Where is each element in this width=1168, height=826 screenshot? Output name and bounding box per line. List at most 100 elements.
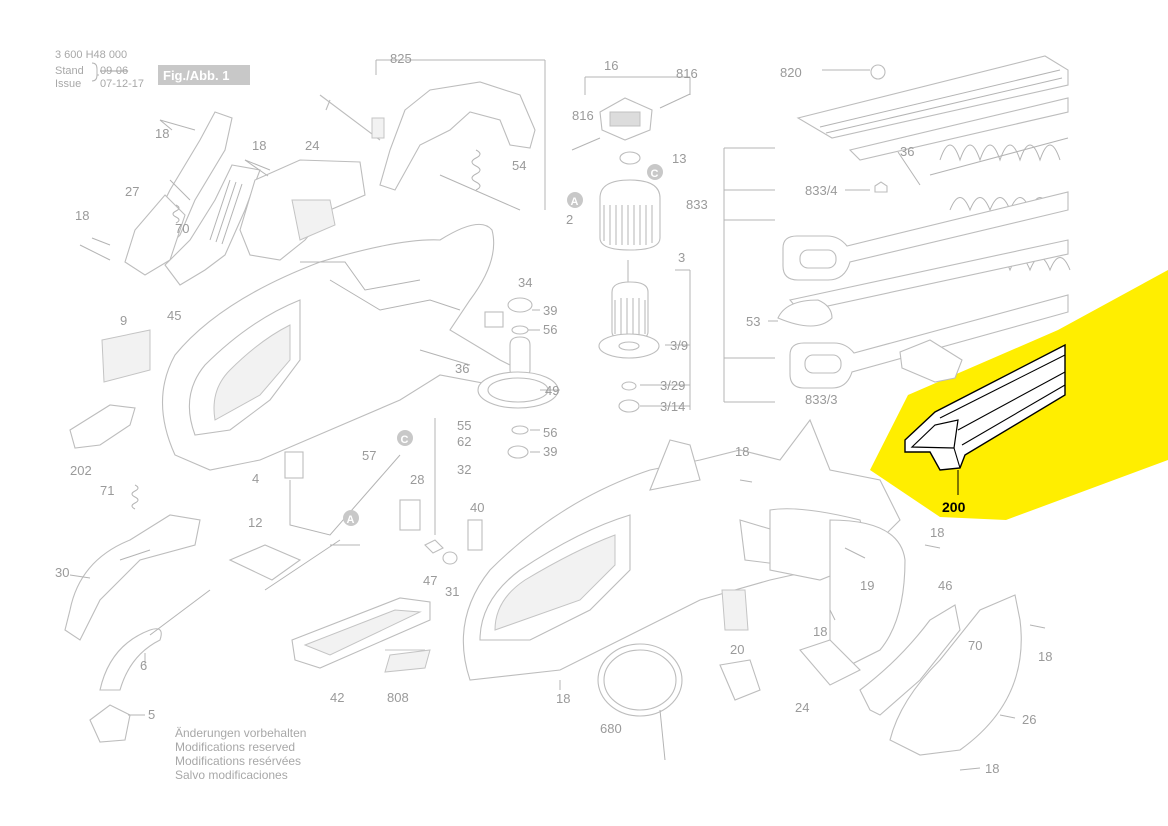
svg-text:71: 71: [100, 483, 114, 498]
svg-text:C: C: [651, 168, 659, 180]
handle-parts: [79, 59, 546, 286]
svg-text:47: 47: [423, 573, 437, 588]
svg-text:27: 27: [125, 184, 139, 199]
svg-text:18: 18: [75, 208, 89, 223]
svg-text:18: 18: [813, 624, 827, 639]
svg-text:816: 816: [572, 108, 594, 123]
svg-text:32: 32: [457, 462, 471, 477]
svg-text:680: 680: [600, 721, 622, 736]
svg-text:40: 40: [470, 500, 484, 515]
svg-text:820: 820: [780, 65, 802, 80]
blade-assembly: [777, 55, 1071, 389]
svg-text:20: 20: [730, 642, 744, 657]
issue-label: Issue: [55, 78, 81, 90]
note-fr: Modifications resérvées: [175, 754, 301, 768]
svg-text:A: A: [571, 196, 579, 208]
lower-housing: [385, 418, 1022, 756]
svg-text:24: 24: [795, 700, 809, 715]
modification-notes: Änderungen vorbehalten Modifications res…: [175, 726, 306, 782]
svg-text:833/3: 833/3: [805, 392, 838, 407]
svg-text:16: 16: [604, 58, 618, 73]
svg-text:62: 62: [457, 434, 471, 449]
svg-text:808: 808: [387, 690, 409, 705]
svg-text:12: 12: [248, 515, 262, 530]
stand-value: 09-06: [100, 65, 128, 77]
svg-text:3/9: 3/9: [670, 338, 688, 353]
blade-guard-part-200[interactable]: [904, 343, 1066, 471]
svg-text:C: C: [401, 434, 409, 446]
cable-and-plug: [89, 589, 211, 743]
callout-labels: 825 16 816 816 13 2 3 820 36 833/4 833 5…: [55, 51, 1052, 776]
svg-text:833: 833: [686, 197, 708, 212]
svg-text:24: 24: [305, 138, 319, 153]
svg-text:45: 45: [167, 308, 181, 323]
svg-text:30: 30: [55, 565, 69, 580]
svg-text:36: 36: [900, 144, 914, 159]
svg-text:18: 18: [556, 691, 570, 706]
svg-text:54: 54: [512, 158, 526, 173]
svg-text:26: 26: [1022, 712, 1036, 727]
svg-text:28: 28: [410, 472, 424, 487]
svg-text:18: 18: [1038, 649, 1052, 664]
svg-text:39: 39: [543, 303, 557, 318]
svg-text:4: 4: [252, 471, 259, 486]
svg-text:31: 31: [445, 584, 459, 599]
gear-parts: [477, 297, 560, 459]
svg-text:70: 70: [175, 221, 189, 236]
svg-text:18: 18: [735, 444, 749, 459]
note-en: Modifications reserved: [175, 740, 295, 754]
stand-label: Stand: [55, 65, 84, 77]
power-cable-680: [597, 643, 761, 761]
svg-text:9: 9: [120, 313, 127, 328]
svg-text:56: 56: [543, 425, 557, 440]
svg-text:5: 5: [148, 707, 155, 722]
svg-text:53: 53: [746, 314, 760, 329]
svg-text:18: 18: [252, 138, 266, 153]
svg-text:A: A: [347, 514, 355, 526]
part-number: 3 600 H48 000: [55, 49, 127, 61]
svg-text:18: 18: [155, 126, 169, 141]
svg-text:49: 49: [545, 383, 559, 398]
svg-text:55: 55: [457, 418, 471, 433]
svg-text:6: 6: [140, 658, 147, 673]
left-small-parts: [64, 329, 201, 641]
plate-42: [291, 597, 431, 673]
callout-200: 200: [942, 499, 966, 515]
issue-value: 07-12-17: [100, 78, 144, 90]
svg-text:13: 13: [672, 151, 686, 166]
svg-text:825: 825: [390, 51, 412, 66]
motor-assembly: [571, 76, 691, 413]
svg-text:42: 42: [330, 690, 344, 705]
svg-text:46: 46: [938, 578, 952, 593]
figure-label-box: [158, 65, 250, 85]
svg-text:3/29: 3/29: [660, 378, 685, 393]
marker-a-bottom: A: [343, 510, 359, 526]
svg-text:3: 3: [678, 250, 685, 265]
note-es: Salvo modificaciones: [175, 768, 288, 782]
svg-text:57: 57: [362, 448, 376, 463]
figure-label: Fig./Abb. 1: [163, 68, 229, 83]
middle-small-parts: [228, 418, 483, 591]
marker-c-top: C: [647, 164, 663, 180]
leader-lines: [69, 119, 1046, 771]
bracket-833: [723, 147, 775, 403]
marker-a-top: A: [567, 192, 583, 208]
svg-text:36: 36: [455, 361, 469, 376]
marker-c-bottom: C: [397, 430, 413, 446]
svg-text:56: 56: [543, 322, 557, 337]
svg-text:2: 2: [566, 212, 573, 227]
svg-text:70: 70: [968, 638, 982, 653]
svg-text:202: 202: [70, 463, 92, 478]
leader-36: [897, 151, 921, 186]
main-housing: [162, 223, 542, 471]
stand-issue-brace: [91, 62, 99, 82]
svg-text:19: 19: [860, 578, 874, 593]
svg-text:18: 18: [930, 525, 944, 540]
svg-text:39: 39: [543, 444, 557, 459]
svg-text:34: 34: [518, 275, 532, 290]
svg-text:18: 18: [985, 761, 999, 776]
svg-text:816: 816: [676, 66, 698, 81]
svg-text:3/14: 3/14: [660, 399, 685, 414]
note-de: Änderungen vorbehalten: [175, 726, 306, 740]
